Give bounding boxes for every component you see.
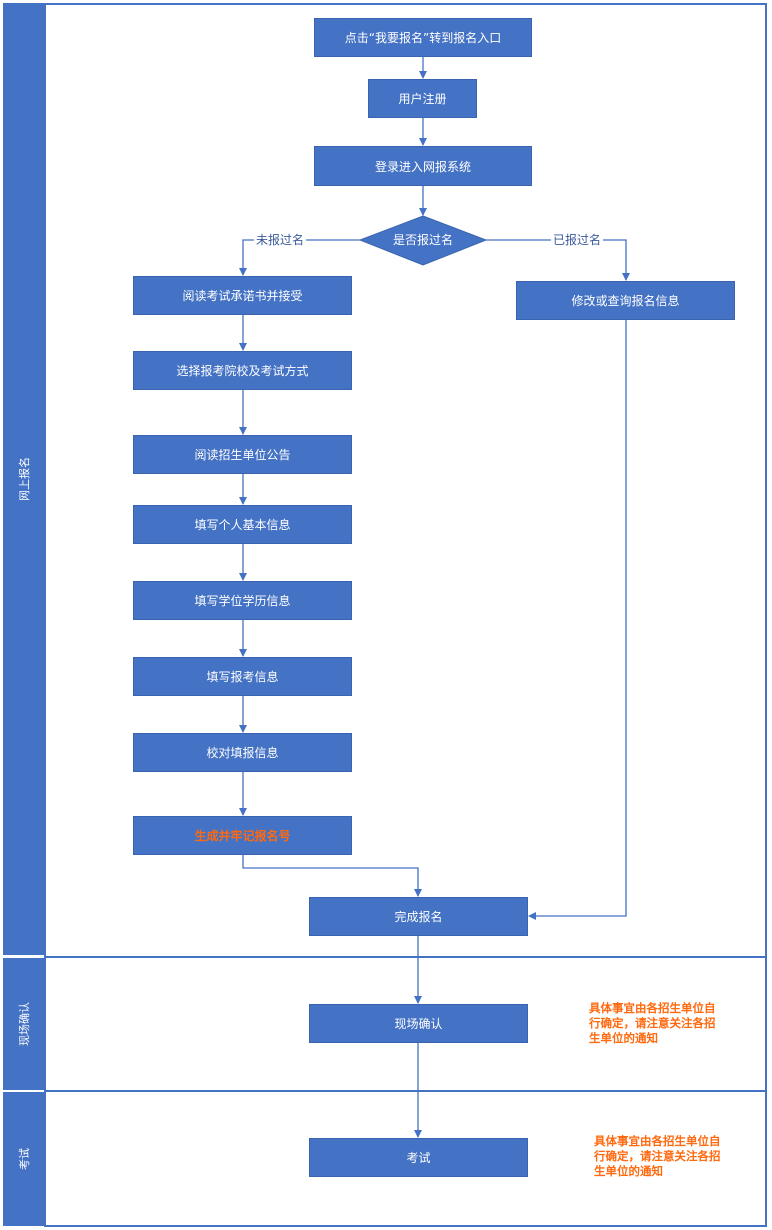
- step-read-notice: 阅读招生单位公告: [133, 435, 352, 474]
- note-exam: 具体事宜由各招生单位自行确定，请注意关注各招生单位的通知: [594, 1134, 721, 1178]
- lane-header-online: 网上报名: [3, 3, 44, 955]
- step-register: 用户注册: [368, 79, 477, 118]
- step-basic-info: 填写个人基本信息: [133, 505, 352, 544]
- step-degree-info: 填写学位学历信息: [133, 581, 352, 620]
- lane-header-exam: 考试: [3, 1092, 44, 1226]
- lane-exam: [44, 1090, 767, 1227]
- step-complete: 完成报名: [309, 897, 528, 936]
- step-exam: 考试: [309, 1138, 528, 1177]
- step-login: 登录进入网报系统: [314, 146, 532, 186]
- decision-label: 是否报过名: [393, 232, 453, 247]
- step-choose-school: 选择报考院校及考试方式: [133, 351, 352, 390]
- edge-decision-registered: [486, 239, 630, 281]
- note-confirm: 具体事宜由各招生单位自行确定，请注意关注各招生单位的通知: [589, 1001, 716, 1045]
- edge-generate-complete: [242, 855, 422, 897]
- step-generate-number: 生成并牢记报名号: [133, 816, 352, 855]
- step-onsite-confirm: 现场确认: [309, 1004, 528, 1043]
- edge-modify-complete: [528, 320, 627, 920]
- step-entry: 点击“我要报名”转到报名入口: [314, 18, 532, 57]
- step-modify-query: 修改或查询报名信息: [516, 281, 735, 320]
- step-apply-info: 填写报考信息: [133, 657, 352, 696]
- edge-label-registered: 已报过名: [551, 233, 604, 247]
- edge-decision-not-registered: [239, 239, 360, 276]
- step-verify-info: 校对填报信息: [133, 733, 352, 772]
- decision-diamond: [358, 215, 488, 266]
- step-read-commitment: 阅读考试承诺书并接受: [133, 276, 352, 315]
- edge-label-not-registered: 未报过名: [254, 233, 307, 247]
- lane-header-confirm: 现场确认: [3, 958, 44, 1090]
